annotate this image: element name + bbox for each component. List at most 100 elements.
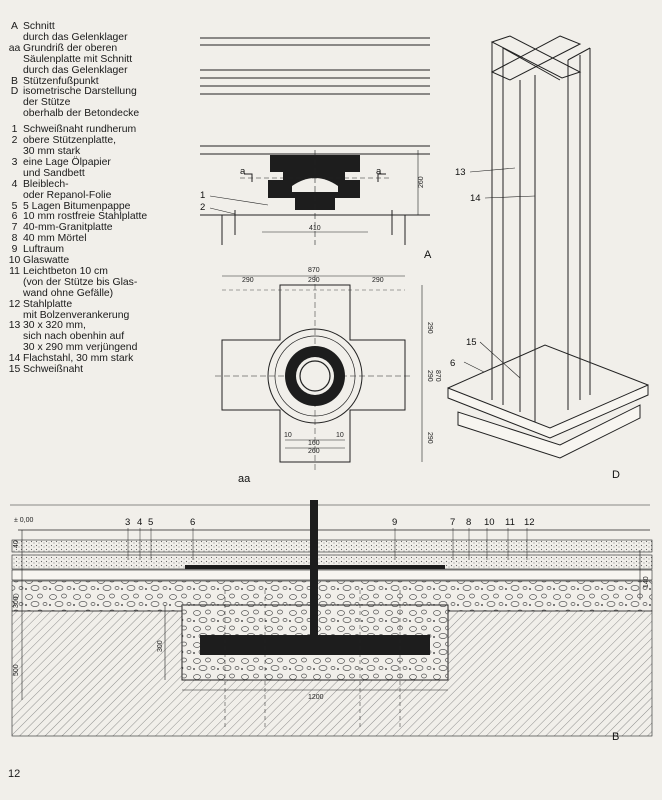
legend-item-key: 10	[8, 255, 21, 267]
label-aa: aa	[238, 473, 251, 485]
legend-item-text: 40-mm-Granitplatte	[23, 222, 113, 234]
dim-290-right: 290	[372, 277, 384, 284]
dim-290-v-top: 290	[426, 322, 433, 334]
legend-item-row: 2 obere Stützenplatte,	[6, 135, 196, 147]
legend-item-text: 30 mm stark	[23, 145, 81, 157]
drawing-d-isometric	[447, 35, 649, 459]
dim-500: 500	[13, 664, 20, 676]
drawing-aa-plan: 870 290 290 290 290 290 870 290 10 160 1…	[215, 267, 441, 485]
dim-290-v-bottom: 290	[426, 432, 433, 444]
legend-item-text: eine Lage Ölpapier	[23, 156, 111, 168]
dim-260-bottom: 260	[308, 448, 320, 455]
legend-item-key: 5	[11, 200, 18, 212]
dim-300-inner: 300	[157, 640, 164, 652]
dim-10-left: 10	[284, 432, 292, 439]
callout-b-4: 4	[137, 517, 142, 528]
legend-letter-text: durch das Gelenklager	[23, 31, 128, 43]
legend-letter-row: Säulenplatte mit Schnitt	[6, 53, 196, 66]
dim-290-v-mid: 290	[426, 370, 433, 382]
label-a: A	[424, 249, 432, 261]
callout-b-10: 10	[484, 517, 495, 528]
legend-item-text: und Sandbett	[23, 167, 85, 179]
legend-item-key: 11	[9, 265, 20, 277]
legend-item-text: 40 mm Mörtel	[23, 233, 87, 245]
callout-b-12: 12	[524, 517, 535, 528]
callout-6-d: 6	[450, 358, 455, 369]
legend-letter-text: Säulenplatte mit Schnitt	[23, 53, 133, 65]
dim-870-v: 870	[434, 370, 441, 382]
legend-item-text: 30 x 320 mm,	[23, 320, 86, 332]
legend-letter-text: oberhalb der Betondecke	[23, 108, 140, 120]
legend-item-text: obere Stützenplatte,	[23, 135, 117, 147]
legend-item-text: wand ohne Gefälle)	[23, 287, 114, 299]
legend-letter-text: Grundriß der oberen	[23, 42, 118, 54]
callout-b-3: 3	[125, 517, 130, 528]
legend-letter-key: A	[11, 21, 18, 32]
legend-item-row: 8 40 mm Mörtel	[6, 233, 196, 245]
legend-item-row: (von der Stütze bis Glas-	[6, 277, 196, 289]
dim-870: 870	[308, 267, 320, 274]
label-d: D	[612, 469, 620, 481]
legend-letter-key: aa	[8, 42, 21, 54]
legend-item-text: Schweißnaht	[23, 364, 84, 376]
label-b: B	[612, 731, 619, 743]
callout-15: 15	[466, 337, 477, 348]
legend-letter-row: durch das Gelenklager	[6, 31, 196, 44]
legend-letter-text: Stützenfußpunkt	[23, 75, 99, 87]
legend-item-row: mit Bolzenverankerung	[6, 309, 196, 322]
drawing-b-section	[10, 500, 653, 737]
legend-item-row: sich nach obenhin auf	[6, 331, 196, 343]
legend-letter-row: A Schnitt	[6, 21, 196, 33]
legend-letter-key: D	[10, 86, 19, 98]
legend-item-text: mit Bolzenverankerung	[23, 309, 130, 321]
legend-item-text: Leichtbeton 10 cm	[23, 265, 108, 277]
page-number: 12	[8, 768, 21, 780]
legend-letter-text: Schnitt	[23, 21, 55, 32]
callout-2: 2	[200, 202, 205, 213]
legend-item-key: 14	[8, 353, 21, 365]
legend-item-row: oder Repanol-Folie	[6, 189, 196, 202]
legend-item-text: oder Repanol-Folie	[23, 189, 112, 201]
legend-item-key: 4	[11, 178, 18, 190]
legend-letter-text: isometrische Darstellung	[23, 86, 137, 98]
level-mark: ± 0,00	[14, 517, 34, 524]
callout-b-8: 8	[466, 517, 471, 528]
legend-item-text: Luftraum	[23, 244, 65, 256]
drawing-a-section: a a 1 2 410 260 A	[200, 37, 432, 261]
legend-item-key: 2	[11, 135, 18, 147]
legend-item-text: Stahlplatte	[23, 298, 73, 310]
callout-b-7: 7	[450, 517, 455, 528]
legend-letter-text: der Stütze	[23, 97, 71, 109]
dim-290-left: 290	[242, 277, 254, 284]
callout-13: 13	[455, 167, 466, 178]
dim-410: 410	[309, 225, 321, 232]
legend-item-text: Schweißnaht rundherum	[23, 124, 137, 136]
callout-1: 1	[200, 190, 205, 201]
dim-140-right: 140	[643, 576, 650, 588]
legend-item-key: 12	[8, 298, 21, 310]
legend-item-row: und Sandbett	[6, 167, 196, 180]
dim-160: 160	[308, 440, 320, 447]
legend-item-row: 30 mm stark	[6, 145, 196, 158]
legend-item-key: 8	[11, 233, 18, 245]
section-mark-a-left: a	[240, 166, 246, 177]
